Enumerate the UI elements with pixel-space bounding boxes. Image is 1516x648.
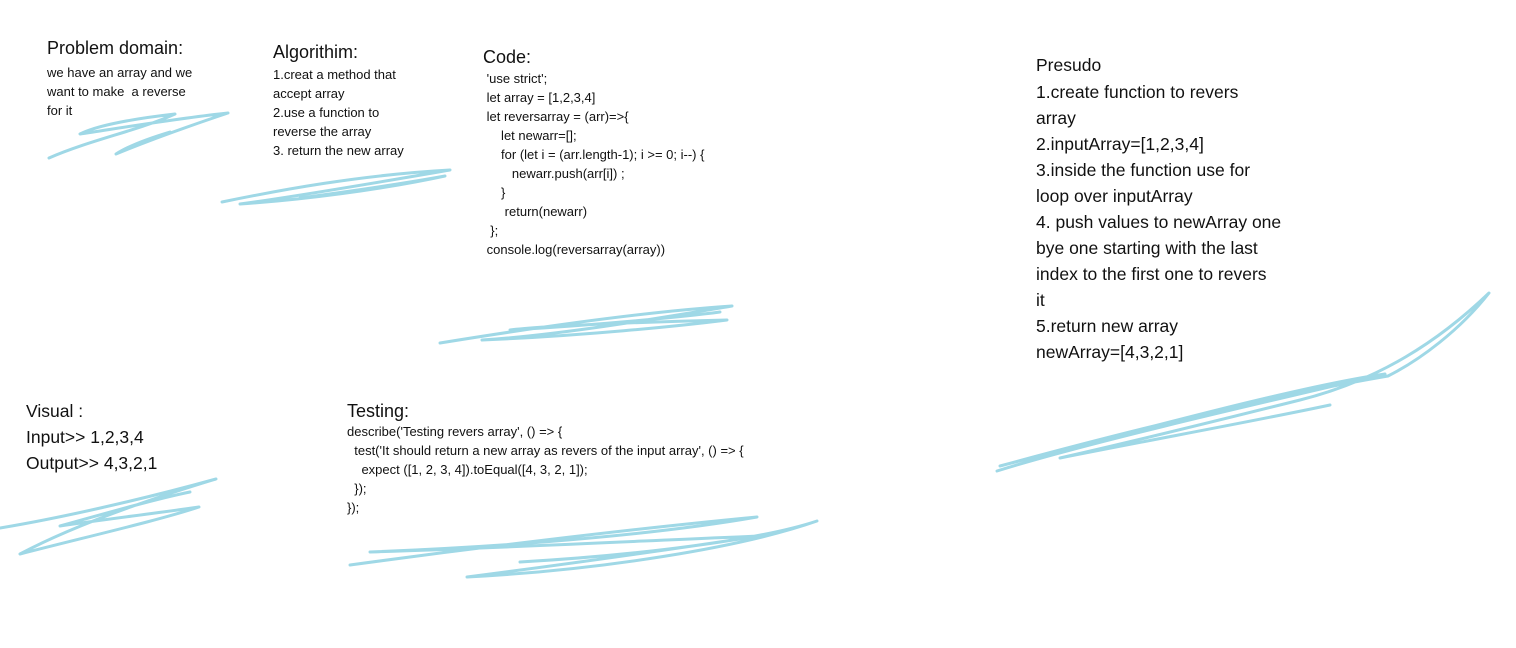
pseudocode-steps: 1.create function to revers array 2.inpu…: [1036, 79, 1281, 365]
visual-section: Visual : Input>> 1,2,3,4 Output>> 4,3,2,…: [26, 398, 157, 476]
visual-input-line: Input>> 1,2,3,4: [26, 427, 144, 447]
problem-line: we have an array and we: [47, 65, 193, 80]
pseudocode-line: 4. push values to newArray one: [1036, 212, 1282, 232]
problem-domain-section: Problem domain: we have an array and we …: [47, 37, 192, 120]
code-section: Code: 'use strict'; let array = [1,2,3,4…: [483, 46, 704, 259]
testing-line: describe('Testing revers array', () => {: [347, 424, 563, 439]
code-line: console.log(reversarray(array)): [483, 242, 666, 257]
code-line: 'use strict';: [483, 71, 548, 86]
algorithm-section: Algorithim: 1.creat a method that accept…: [273, 41, 404, 160]
pseudocode-line: 1.create function to revers: [1036, 82, 1239, 102]
algorithm-steps: 1.creat a method that accept array 2.use…: [273, 65, 404, 160]
pseudocode-line: index to the first one to revers: [1036, 264, 1267, 284]
code-line: for (let i = (arr.length-1); i >= 0; i--…: [483, 147, 705, 162]
algorithm-line: 3. return the new array: [273, 143, 404, 158]
code-heading: Code:: [483, 47, 532, 67]
scribble-algorithm: [220, 168, 452, 206]
pseudocode-line: array: [1036, 108, 1076, 128]
problem-domain-heading: Problem domain:: [47, 38, 184, 58]
visual-output-line: Output>> 4,3,2,1: [26, 453, 158, 473]
pseudocode-line: 3.inside the function use for: [1036, 160, 1251, 180]
code-listing: 'use strict'; let array = [1,2,3,4] let …: [483, 69, 705, 259]
scribble-testing: [348, 515, 819, 579]
scribble-pseudo: [995, 291, 1491, 473]
code-line: };: [483, 223, 499, 238]
visual-heading: Visual :: [26, 401, 84, 421]
pseudocode-heading: Presudo: [1036, 55, 1102, 75]
testing-line: expect ([1, 2, 3, 4]).toEqual([4, 3, 2, …: [347, 462, 588, 477]
pseudocode-line: 2.inputArray=[1,2,3,4]: [1036, 134, 1204, 154]
algorithm-heading: Algorithim:: [273, 42, 359, 62]
testing-line: });: [347, 481, 367, 496]
testing-section: Testing: describe('Testing revers array'…: [347, 400, 744, 517]
pseudocode-line: loop over inputArray: [1036, 186, 1193, 206]
problem-line: want to make a reverse: [47, 84, 186, 99]
algorithm-line: accept array: [273, 86, 345, 101]
testing-line: });: [347, 500, 360, 515]
pseudocode-line: bye one starting with the last: [1036, 238, 1258, 258]
algorithm-line: 2.use a function to: [273, 105, 380, 120]
code-line: }: [483, 185, 506, 200]
scribble-code: [438, 304, 734, 345]
pseudocode-line: newArray=[4,3,2,1]: [1036, 342, 1184, 362]
algorithm-line: 1.creat a method that: [273, 67, 396, 82]
pseudocode-line: 5.return new array: [1036, 316, 1179, 336]
visual-examples: Input>> 1,2,3,4 Output>> 4,3,2,1: [26, 424, 157, 476]
problem-domain-text: we have an array and we want to make a r…: [47, 63, 192, 120]
pseudocode-section: Presudo 1.create function to revers arra…: [1036, 52, 1281, 365]
scribble-problem: [47, 111, 230, 160]
testing-code: describe('Testing revers array', () => {…: [347, 422, 744, 517]
code-line: newarr.push(arr[i]) ;: [483, 166, 625, 181]
pseudocode-line: it: [1036, 290, 1045, 310]
code-line: return(newarr): [483, 204, 588, 219]
code-line: let reversarray = (arr)=>{: [483, 109, 629, 124]
problem-line: for it: [47, 103, 73, 118]
code-line: let array = [1,2,3,4]: [483, 90, 596, 105]
testing-heading: Testing:: [347, 401, 410, 421]
scribble-visual: [0, 477, 218, 556]
algorithm-line: reverse the array: [273, 124, 372, 139]
testing-line: test('It should return a new array as re…: [347, 443, 744, 458]
code-line: let newarr=[];: [483, 128, 577, 143]
